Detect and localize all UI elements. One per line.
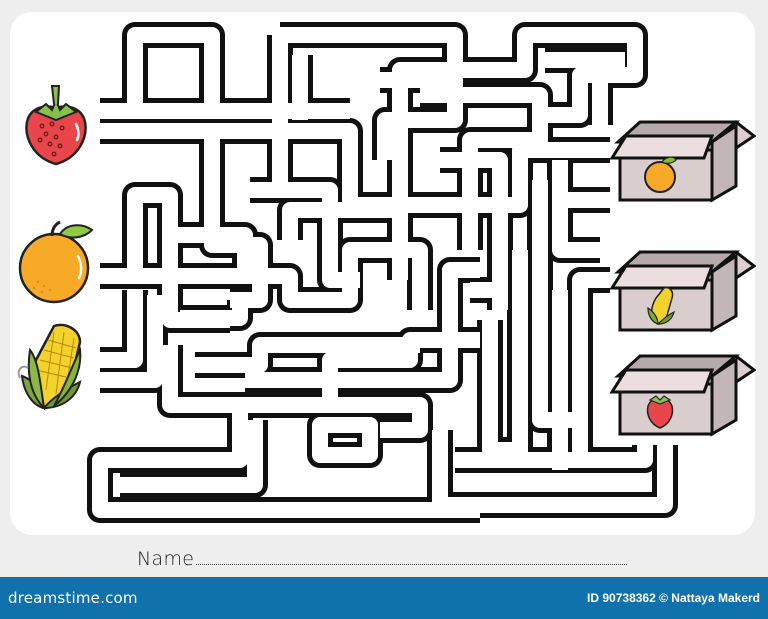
footer-bar: dreamstime.com ID 90738362 © Nattaya Mak… (0, 577, 768, 619)
orange-icon (18, 220, 94, 304)
strawberry-icon (25, 85, 87, 166)
brand-logo[interactable]: dreamstime.com (8, 589, 138, 607)
box-corn (609, 250, 756, 333)
name-label: Name (137, 548, 195, 570)
name-field[interactable]: Name (137, 543, 627, 569)
maze (0, 0, 768, 577)
box-orange (609, 120, 756, 203)
corn-icon (17, 323, 82, 411)
image-credit: ID 90738362 © Nattaya Makerd (587, 591, 760, 605)
box-strawberry (609, 354, 756, 437)
name-dotted-line[interactable] (196, 563, 627, 565)
